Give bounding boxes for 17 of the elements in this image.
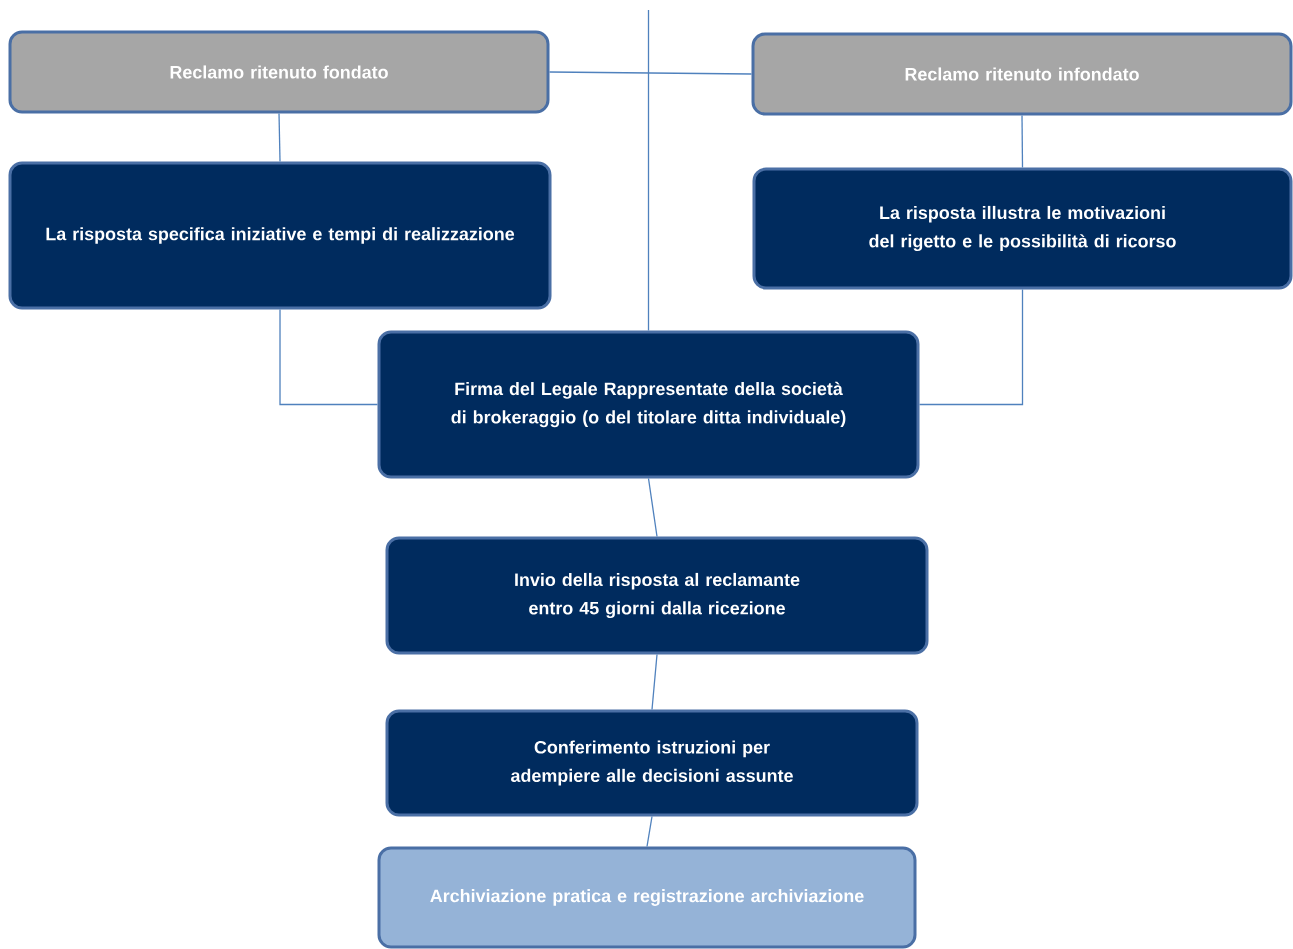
connector-line (548, 71, 753, 75)
connector-line (647, 477, 658, 538)
step-box: La risposta illustra le motivazioni del rigetto e le possibilità di ricorso (752, 167, 1293, 290)
outcome-box: Reclamo ritenuto fondato (8, 30, 550, 114)
step-box: Archiviazione pratica e registrazione archiviazione (377, 846, 917, 949)
step-box: Firma del Legale Rappresentate della società di brokeraggio (o del titolare ditta individuale) (377, 330, 920, 479)
connector-line (279, 308, 379, 406)
outcome-box: Reclamo ritenuto infondato (751, 32, 1293, 116)
connector-line (647, 9, 650, 332)
connector-line (646, 815, 653, 848)
step-box: Invio della risposta al reclamante entro 45 giorni dalla ricezione (385, 536, 929, 655)
connector-line (278, 112, 281, 163)
connector-line (651, 653, 658, 711)
step-box: Conferimento istruzioni per adempiere alle decisioni assunte (385, 709, 919, 817)
connector-line (918, 288, 1024, 406)
step-box: La risposta specifica iniziative e tempi di realizzazione (8, 161, 552, 310)
connector-line (1021, 114, 1024, 169)
